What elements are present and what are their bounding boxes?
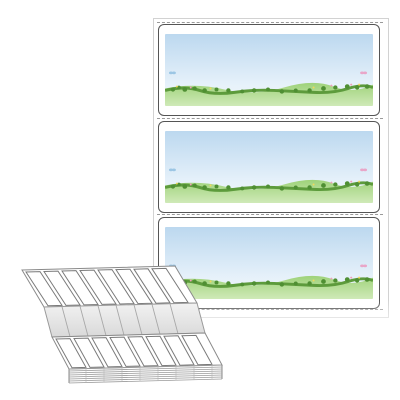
meadow-artwork	[165, 34, 373, 106]
meadow-artwork	[165, 227, 373, 299]
perforation-line	[157, 22, 383, 23]
butterfly-icon	[168, 168, 176, 172]
sheet-fade	[153, 300, 389, 340]
label-2[interactable]	[158, 121, 380, 213]
butterfly-icon	[360, 168, 368, 172]
butterfly-icon	[360, 71, 368, 75]
meadow-artwork	[165, 131, 373, 203]
butterfly-icon	[168, 71, 176, 75]
butterfly-icon	[360, 264, 368, 268]
label-3[interactable]	[158, 217, 380, 309]
perforation-line	[157, 214, 383, 215]
label-1[interactable]	[158, 24, 380, 116]
perforation-line	[157, 118, 383, 119]
